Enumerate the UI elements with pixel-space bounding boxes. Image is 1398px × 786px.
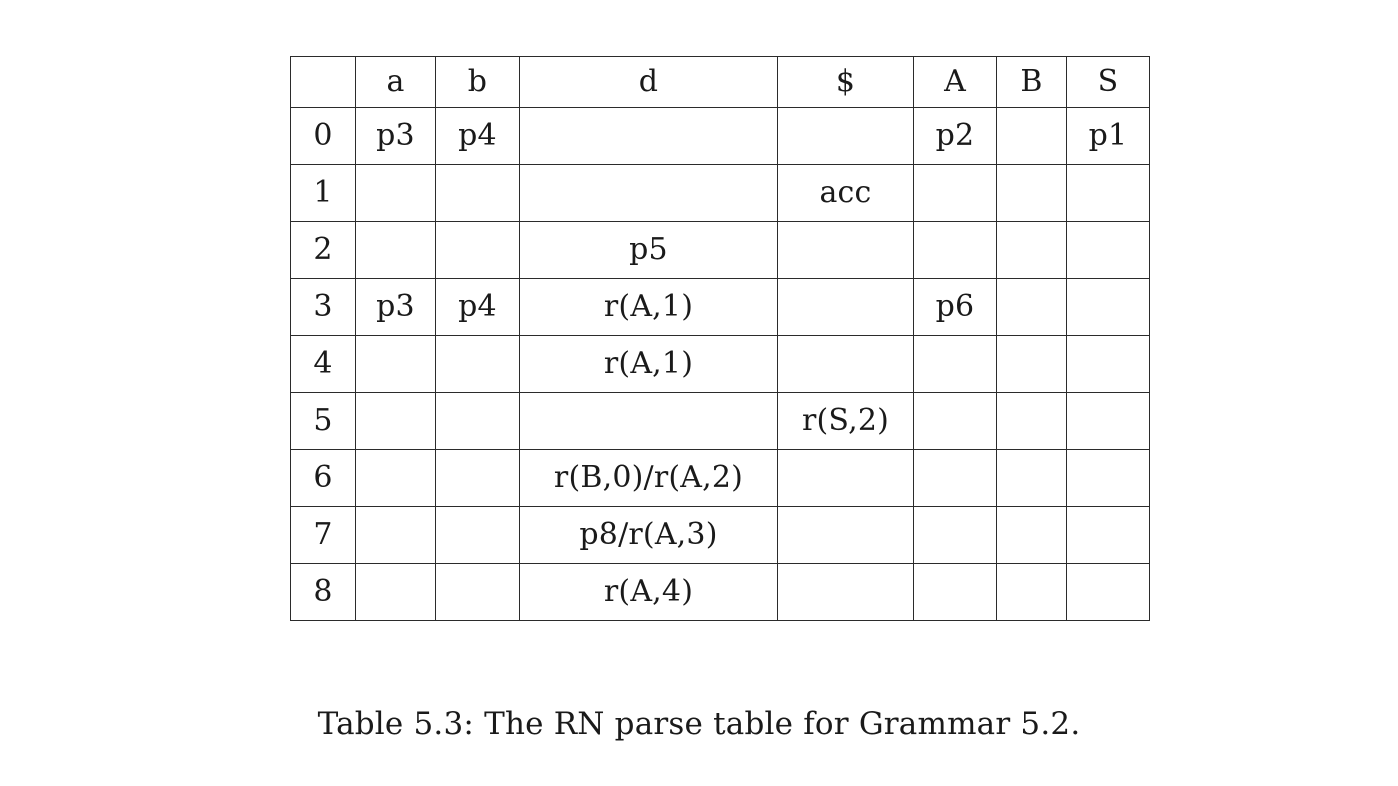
cell-B xyxy=(997,450,1067,507)
cell-S xyxy=(1067,165,1150,222)
cell-b: p4 xyxy=(436,279,520,336)
rn-parse-table: a b d $ A B S 0 p3 p4 p2 p1 1 xyxy=(290,56,1150,621)
cell-A xyxy=(914,393,997,450)
cell-d xyxy=(520,393,778,450)
table-row: 8 r(A,4) xyxy=(290,564,1150,621)
table-row: 3 p3 p4 r(A,1) p6 xyxy=(290,279,1150,336)
cell-dollar: r(S,2) xyxy=(778,393,914,450)
table-row: 6 r(B,0)/r(A,2) xyxy=(290,450,1150,507)
table-row: 4 r(A,1) xyxy=(290,336,1150,393)
cell-b xyxy=(436,450,520,507)
cell-S: p1 xyxy=(1067,108,1150,165)
cell-state: 7 xyxy=(290,507,356,564)
cell-dollar xyxy=(778,336,914,393)
cell-b xyxy=(436,507,520,564)
cell-b xyxy=(436,336,520,393)
cell-d: r(A,1) xyxy=(520,336,778,393)
cell-A xyxy=(914,450,997,507)
cell-b xyxy=(436,564,520,621)
cell-state: 5 xyxy=(290,393,356,450)
header-cell-B: B xyxy=(997,56,1067,108)
cell-b xyxy=(436,222,520,279)
cell-d: r(B,0)/r(A,2) xyxy=(520,450,778,507)
cell-dollar: acc xyxy=(778,165,914,222)
cell-B xyxy=(997,279,1067,336)
cell-b xyxy=(436,165,520,222)
cell-S xyxy=(1067,393,1150,450)
cell-S xyxy=(1067,450,1150,507)
cell-state: 2 xyxy=(290,222,356,279)
cell-S xyxy=(1067,222,1150,279)
header-cell-a: a xyxy=(356,56,436,108)
cell-state: 8 xyxy=(290,564,356,621)
header-cell-A: A xyxy=(914,56,997,108)
cell-a xyxy=(356,393,436,450)
header-cell-dollar: $ xyxy=(778,56,914,108)
cell-S xyxy=(1067,279,1150,336)
header-cell-d: d xyxy=(520,56,778,108)
cell-S xyxy=(1067,507,1150,564)
cell-a xyxy=(356,165,436,222)
cell-B xyxy=(997,165,1067,222)
cell-a: p3 xyxy=(356,108,436,165)
table-row: 7 p8/r(A,3) xyxy=(290,507,1150,564)
cell-B xyxy=(997,108,1067,165)
cell-state: 1 xyxy=(290,165,356,222)
table-row: 1 acc xyxy=(290,165,1150,222)
cell-state: 6 xyxy=(290,450,356,507)
table-header: a b d $ A B S xyxy=(290,56,1150,108)
header-cell-S: S xyxy=(1067,56,1150,108)
cell-dollar xyxy=(778,564,914,621)
cell-A xyxy=(914,165,997,222)
cell-d: p8/r(A,3) xyxy=(520,507,778,564)
cell-a xyxy=(356,336,436,393)
cell-dollar xyxy=(778,108,914,165)
cell-S xyxy=(1067,336,1150,393)
cell-A: p6 xyxy=(914,279,997,336)
cell-state: 4 xyxy=(290,336,356,393)
table-body: 0 p3 p4 p2 p1 1 acc 2 xyxy=(290,108,1150,621)
cell-dollar xyxy=(778,507,914,564)
header-row: a b d $ A B S xyxy=(290,56,1150,108)
table-row: 5 r(S,2) xyxy=(290,393,1150,450)
cell-B xyxy=(997,393,1067,450)
cell-b: p4 xyxy=(436,108,520,165)
cell-B xyxy=(997,564,1067,621)
cell-d xyxy=(520,108,778,165)
table-row: 2 p5 xyxy=(290,222,1150,279)
cell-d: p5 xyxy=(520,222,778,279)
header-cell-state xyxy=(290,56,356,108)
cell-d xyxy=(520,165,778,222)
cell-B xyxy=(997,222,1067,279)
cell-A xyxy=(914,507,997,564)
cell-A xyxy=(914,564,997,621)
cell-a xyxy=(356,450,436,507)
table-row: 0 p3 p4 p2 p1 xyxy=(290,108,1150,165)
cell-d: r(A,1) xyxy=(520,279,778,336)
cell-a xyxy=(356,222,436,279)
cell-state: 0 xyxy=(290,108,356,165)
cell-state: 3 xyxy=(290,279,356,336)
cell-A xyxy=(914,336,997,393)
cell-a: p3 xyxy=(356,279,436,336)
cell-B xyxy=(997,336,1067,393)
cell-a xyxy=(356,507,436,564)
cell-A xyxy=(914,222,997,279)
cell-b xyxy=(436,393,520,450)
table-caption: Table 5.3: The RN parse table for Gramma… xyxy=(317,706,1081,742)
cell-d: r(A,4) xyxy=(520,564,778,621)
cell-dollar xyxy=(778,279,914,336)
cell-dollar xyxy=(778,222,914,279)
cell-S xyxy=(1067,564,1150,621)
cell-dollar xyxy=(778,450,914,507)
cell-B xyxy=(997,507,1067,564)
cell-A: p2 xyxy=(914,108,997,165)
cell-a xyxy=(356,564,436,621)
header-cell-b: b xyxy=(436,56,520,108)
